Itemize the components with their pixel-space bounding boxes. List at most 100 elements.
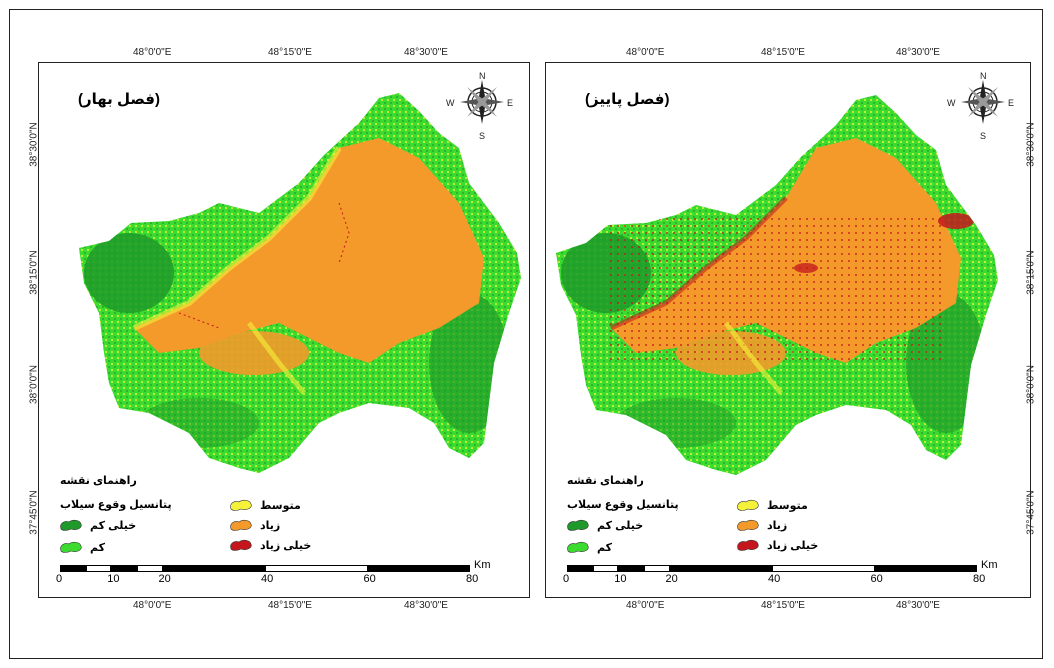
top-tick-label: 48°30'0"E <box>404 47 448 58</box>
scale-tick-label: 40 <box>261 573 274 585</box>
bottom-tick-label: 48°0'0"E <box>133 600 172 611</box>
map-panel-autumn <box>545 62 1031 598</box>
left-tick-label: 37°45'0"N <box>28 490 40 535</box>
scale-unit: Km <box>981 559 998 571</box>
map-title: (فصل پاییز) <box>585 91 670 108</box>
bottom-tick-label: 48°15'0"E <box>761 600 805 611</box>
scale-tick-label: 40 <box>768 573 781 585</box>
legend-subtitle: پتانسیل وقوع سیلاب <box>60 499 172 511</box>
scale-segment <box>669 565 772 572</box>
scale-segment <box>111 565 137 572</box>
compass-letter: N <box>980 71 987 81</box>
right-tick-label: 38°0'0"N <box>1025 365 1037 404</box>
scale-segment <box>60 565 86 572</box>
left-tick-label: 38°0'0"N <box>28 365 40 404</box>
scale-tick-label: 0 <box>56 573 63 585</box>
scale-segment <box>265 565 368 572</box>
legend-swatch-icon <box>230 519 252 531</box>
legend-swatch-icon <box>230 539 252 551</box>
legend-item: متوسط <box>228 498 301 512</box>
legend-subtitle: پتانسیل وقوع سیلاب <box>567 499 679 511</box>
compass-letter: E <box>507 98 514 108</box>
scale-tick-label: 0 <box>563 573 570 585</box>
legend-swatch-icon <box>737 519 759 531</box>
legend-item-label: خیلی کم <box>597 519 644 532</box>
top-tick-label: 48°15'0"E <box>268 47 312 58</box>
compass-letter: W <box>947 98 956 108</box>
top-tick-label: 48°0'0"E <box>133 47 172 58</box>
map-title: (فصل بهار) <box>78 91 160 108</box>
scale-tick-label: 80 <box>466 573 479 585</box>
compass-letter: E <box>1008 98 1015 108</box>
legend-swatch-icon <box>230 499 252 511</box>
compass-rose-icon <box>460 80 504 124</box>
legend-swatch-icon <box>737 499 759 511</box>
legend-item: زیاد <box>228 518 280 532</box>
scale-segment <box>643 565 670 572</box>
legend-item: متوسط <box>735 498 808 512</box>
legend-item-label: کم <box>597 541 613 554</box>
legend-item: خیلی زیاد <box>228 538 311 552</box>
compass-letter: W <box>446 98 455 108</box>
legend-swatch-icon <box>567 519 589 531</box>
top-tick-label: 48°30'0"E <box>896 47 940 58</box>
legend-item-label: زیاد <box>260 519 281 532</box>
legend-item-label: متوسط <box>260 499 301 512</box>
scale-segment <box>567 565 593 572</box>
legend-item: کم <box>565 540 612 554</box>
scale-tick-label: 10 <box>107 573 120 585</box>
legend-title: راهنمای نقشه <box>567 475 644 487</box>
scale-segment <box>618 565 644 572</box>
scale-segment <box>367 565 470 572</box>
scale-tick-label: 60 <box>870 573 883 585</box>
scale-segment <box>772 565 875 572</box>
left-tick-label: 38°15'0"N <box>28 250 40 295</box>
legend-item: خیلی کم <box>565 518 643 532</box>
scale-bar <box>60 565 470 573</box>
flood-map-spring <box>79 93 521 473</box>
legend-item-label: خیلی زیاد <box>767 539 819 552</box>
legend-item-label: متوسط <box>767 499 808 512</box>
bottom-tick-label: 48°0'0"E <box>626 600 665 611</box>
right-tick-label: 38°30'0"N <box>1025 122 1037 167</box>
legend-title: راهنمای نقشه <box>60 475 137 487</box>
legend-item-label: خیلی کم <box>90 519 137 532</box>
scale-segment <box>85 565 112 572</box>
bottom-tick-label: 48°15'0"E <box>268 600 312 611</box>
compass-letter: S <box>980 131 987 141</box>
right-tick-label: 38°15'0"N <box>1025 250 1037 295</box>
flood-map-autumn <box>556 95 998 475</box>
scale-segment <box>136 565 163 572</box>
right-tick-label: 37°45'0"N <box>1025 490 1037 535</box>
bottom-tick-label: 48°30'0"E <box>404 600 448 611</box>
legend-item: خیلی کم <box>58 518 136 532</box>
legend-swatch-icon <box>60 541 82 553</box>
top-tick-label: 48°15'0"E <box>761 47 805 58</box>
scale-tick-label: 60 <box>363 573 376 585</box>
scale-tick-label: 20 <box>158 573 171 585</box>
map-panel-spring <box>38 62 530 598</box>
top-tick-label: 48°0'0"E <box>626 47 665 58</box>
scale-tick-label: 20 <box>665 573 678 585</box>
scale-tick-label: 80 <box>973 573 986 585</box>
compass-rose-icon <box>961 80 1005 124</box>
legend-swatch-icon <box>60 519 82 531</box>
legend-item: خیلی زیاد <box>735 538 818 552</box>
legend-item-label: کم <box>90 541 106 554</box>
scale-bar <box>567 565 977 573</box>
left-tick-label: 38°30'0"N <box>28 122 40 167</box>
legend-item: زیاد <box>735 518 787 532</box>
legend-item-label: خیلی زیاد <box>260 539 312 552</box>
legend-item: کم <box>58 540 105 554</box>
legend-item-label: زیاد <box>767 519 788 532</box>
compass-letter: N <box>479 71 486 81</box>
scale-segment <box>162 565 265 572</box>
scale-segment <box>874 565 977 572</box>
scale-unit: Km <box>474 559 491 571</box>
legend-swatch-icon <box>737 539 759 551</box>
figure-frame <box>9 9 1043 659</box>
compass-letter: S <box>479 131 486 141</box>
scale-segment <box>592 565 619 572</box>
scale-tick-label: 10 <box>614 573 627 585</box>
legend-swatch-icon <box>567 541 589 553</box>
